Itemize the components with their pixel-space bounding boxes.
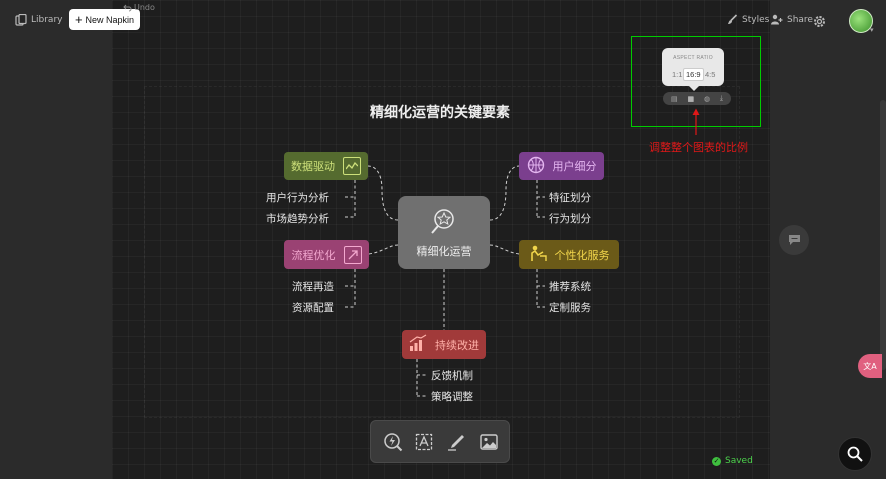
branch-user-segmentation[interactable]: 用户细分 (519, 152, 604, 180)
undo-label: Undo (134, 3, 155, 12)
center-label: 精细化运营 (416, 245, 472, 258)
aspect-option-4-5[interactable]: 4:5 (705, 70, 716, 79)
styles-label: Styles (742, 14, 770, 25)
aspect-option-1-1[interactable]: 1:1 (672, 70, 683, 79)
search-button[interactable] (838, 437, 872, 471)
branch-data-driven[interactable]: 数据驱动 (284, 152, 368, 180)
text-box-icon (415, 433, 433, 451)
settings-button[interactable] (813, 13, 826, 32)
leaf-item[interactable]: 策略调整 (431, 391, 473, 403)
leaf-item[interactable]: 资源配置 (292, 302, 334, 314)
share-button[interactable]: Share (771, 14, 813, 25)
magnifier-star-icon (431, 209, 454, 234)
aspect-ratio-grid-icon[interactable]: ▦ (687, 94, 695, 103)
person-desk-icon (529, 244, 547, 265)
translate-icon: 文A (863, 361, 877, 371)
diagram-frame (144, 86, 740, 418)
draw-button[interactable] (446, 432, 466, 452)
comment-icon (788, 235, 800, 245)
plus-icon: + (74, 11, 83, 27)
visual-mini-toolbar: ▤ ▦ ◍ ⤓ (663, 92, 731, 105)
leaf-item[interactable]: 市场趋势分析 (266, 213, 329, 225)
check-circle-icon: ✓ (712, 456, 721, 466)
annotation-text: 调整整个图表的比例 (649, 141, 748, 154)
leaf-item[interactable]: 特征划分 (549, 192, 591, 204)
branch-label: 数据驱动 (291, 160, 335, 173)
text-box-button[interactable] (414, 432, 434, 452)
align-icon[interactable]: ▤ (670, 94, 678, 103)
new-napkin-label: New Napkin (85, 14, 135, 25)
share-label: Share (787, 14, 813, 25)
leaf-item[interactable]: 用户行为分析 (266, 192, 329, 204)
branch-personalized-service[interactable]: 个性化服务 (519, 240, 619, 269)
chevron-down-icon[interactable]: ▾ (870, 26, 874, 34)
branch-continuous-improvement[interactable]: 持续改进 (402, 330, 486, 359)
leaf-item[interactable]: 推荐系统 (549, 281, 591, 293)
aspect-ratio-title: ASPECT RATIO (673, 55, 713, 61)
image-button[interactable] (479, 432, 499, 452)
basketball-icon (527, 156, 545, 177)
leaf-item[interactable]: 流程再造 (292, 281, 334, 293)
paintbrush-icon (728, 14, 738, 24)
translate-button[interactable]: 文A (858, 354, 882, 378)
library-icon (15, 14, 27, 26)
resize-arrow-icon (343, 245, 362, 264)
bottom-toolbar (370, 420, 510, 463)
annotation-arrow-icon (692, 108, 700, 135)
styles-button[interactable]: Styles (727, 14, 769, 25)
center-node[interactable]: 精细化运营 (398, 196, 490, 269)
bar-chart-growth-icon (409, 334, 427, 355)
gear-icon (814, 16, 825, 27)
saved-status: ✓ Saved (712, 456, 753, 466)
download-icon[interactable]: ⤓ (719, 94, 724, 102)
left-sidebar (0, 0, 112, 479)
pen-icon (448, 435, 464, 451)
user-avatar[interactable] (849, 9, 873, 33)
comment-button[interactable] (779, 225, 809, 255)
branch-label: 个性化服务 (554, 248, 610, 262)
lightning-search-icon (384, 433, 403, 452)
undo-icon (123, 4, 132, 11)
aspect-ratio-popup: ASPECT RATIO 1:1 16:9 4:5 (662, 48, 724, 91)
aspect-option-16-9[interactable]: 16:9 (683, 68, 704, 81)
branch-label: 用户细分 (552, 160, 597, 173)
image-icon (480, 434, 498, 450)
branch-label: 流程优化 (291, 248, 336, 262)
branch-process-optimization[interactable]: 流程优化 (284, 240, 369, 269)
new-napkin-button[interactable]: + New Napkin (69, 9, 140, 30)
share-person-icon (771, 14, 783, 25)
undo-button[interactable]: Undo (123, 3, 155, 12)
leaf-item[interactable]: 定制服务 (549, 302, 591, 314)
leaf-item[interactable]: 行为划分 (549, 213, 591, 225)
library-label: Library (31, 15, 63, 25)
scrollbar[interactable] (880, 100, 886, 370)
diagram-title[interactable]: 精细化运营的关键要素 (370, 105, 510, 121)
palette-icon[interactable]: ◍ (703, 94, 711, 103)
leaf-item[interactable]: 反馈机制 (431, 370, 473, 382)
line-chart-icon (343, 157, 361, 175)
saved-label: Saved (725, 456, 753, 466)
canvas[interactable] (112, 0, 770, 479)
library-button[interactable]: Library (15, 14, 62, 26)
generate-visual-button[interactable] (383, 432, 403, 452)
branch-label: 持续改进 (435, 338, 479, 352)
search-icon (847, 446, 863, 462)
